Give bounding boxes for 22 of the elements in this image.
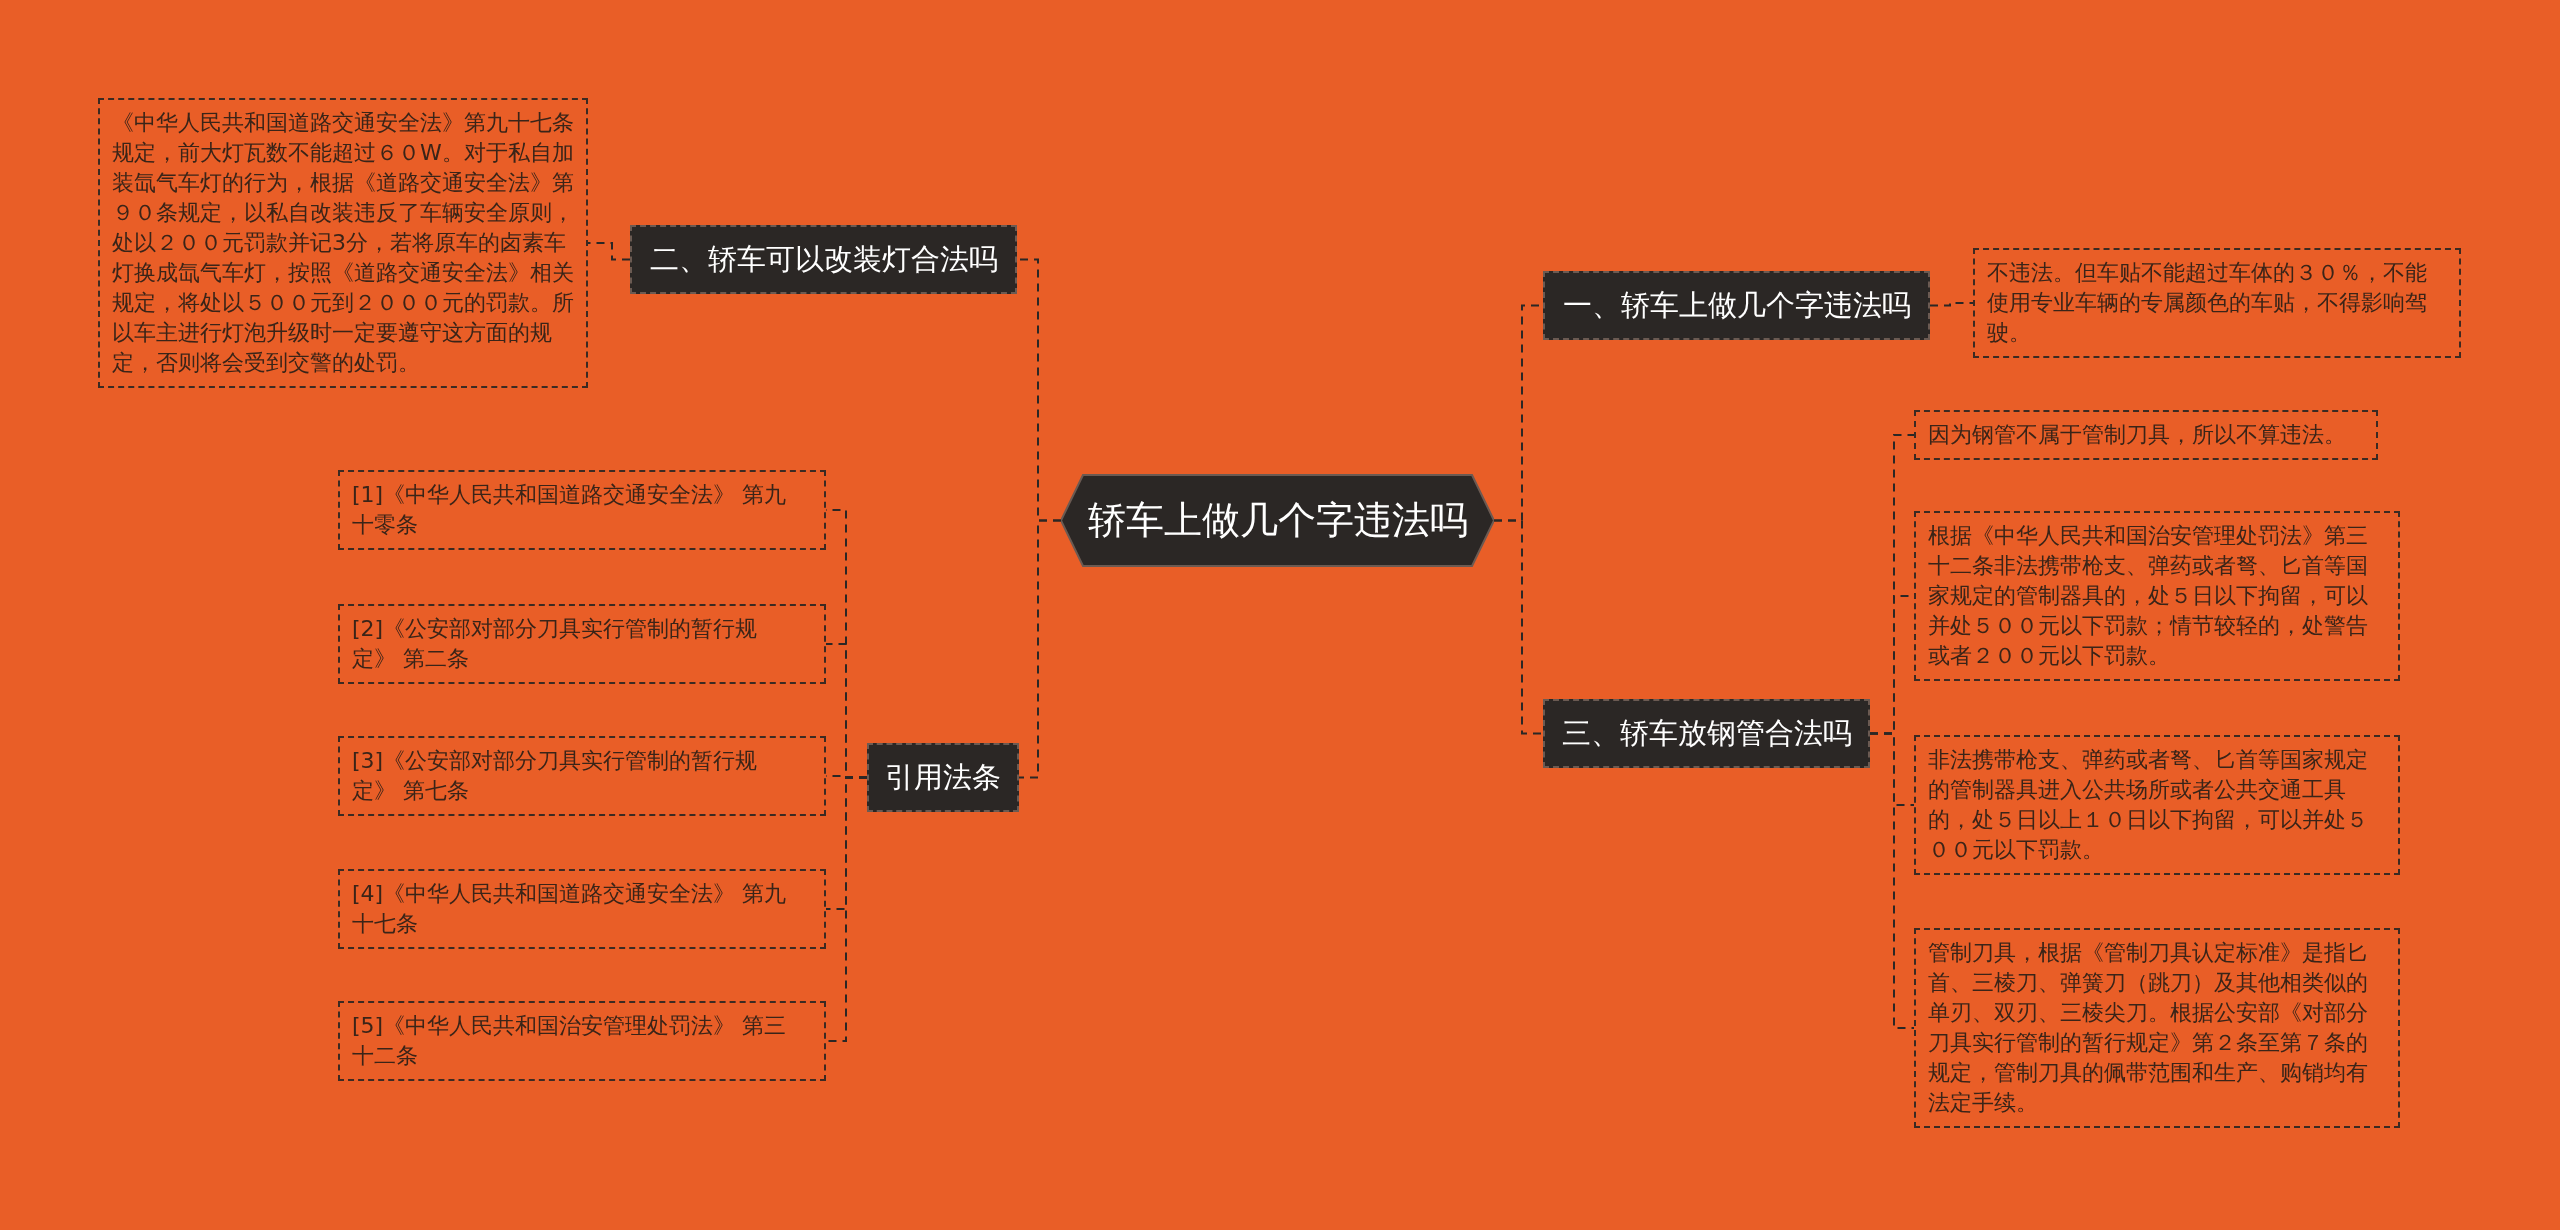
branch-topic-box: 三、轿车放钢管合法吗	[1543, 699, 1870, 768]
text-box: [5]《中华人民共和国治安管理处罚法》 第三十二条	[338, 1001, 826, 1081]
branch-topic-box: 一、轿车上做几个字违法吗	[1543, 271, 1930, 340]
text-box: [3]《公安部对部分刀具实行管制的暂行规定》 第七条	[338, 736, 826, 816]
connector-line	[1018, 519, 1062, 779]
text-box: [1]《中华人民共和国道路交通安全法》 第九十零条	[338, 470, 826, 550]
text-box: 因为钢管不属于管制刀具，所以不算违法。	[1914, 410, 2378, 460]
text-box: 不违法。但车贴不能超过车体的３０％，不能使用专业车辆的专属颜色的车贴，不得影响驾驶。	[1973, 248, 2461, 358]
branch-topic-box: 引用法条	[867, 743, 1019, 812]
text-box: 管制刀具，根据《管制刀具认定标准》是指匕首、三棱刀、弹簧刀（跳刀）及其他相类似的单刃、双刃、三棱尖刀。根据公安部《对部分刀具实行管制的暂行规定》第２条至第７条的规定，管制刀具的佩带范围和生产、购销均有法定手续。	[1914, 928, 2400, 1128]
connector-line	[1929, 302, 1974, 307]
text-box: [2]《公安部对部分刀具实行管制的暂行规定》 第二条	[338, 604, 826, 684]
connector-line	[825, 776, 868, 1042]
central-topic-box: 轿车上做几个字违法吗	[1061, 474, 1494, 567]
branch-topic-box: 二、轿车可以改装灯合法吗	[630, 225, 1017, 294]
connector-line	[587, 242, 631, 261]
connector-line	[1493, 519, 1544, 735]
text-box: [4]《中华人民共和国道路交通安全法》 第九十七条	[338, 869, 826, 949]
text-box: 根据《中华人民共和国治安管理处罚法》第三十二条非法携带枪支、弹药或者弩、匕首等国家规定的管制器具的，处５日以下拘留，可以并处５００元以下罚款；情节较轻的，处警告或者２００元以下罚款。	[1914, 511, 2400, 681]
text-box: 非法携带枪支、弹药或者弩、匕首等国家规定的管制器具进入公共场所或者公共交通工具的，处５日以上１０日以下拘留，可以并处５００元以下罚款。	[1914, 735, 2400, 875]
connector-line	[1869, 732, 1915, 1029]
text-box: 《中华人民共和国道路交通安全法》第九十七条规定，前大灯瓦数不能超过６０W。对于私自加装氙气车灯的行为，根据《道路交通安全法》第９０条规定，以私自改装违反了车辆安全原则，处以２００元罚款并记3分，若将原车的卤素车灯换成氙气车灯，按照《道路交通安全法》相关规定，将处以５００元到２０００元的罚款。所以车主进行灯泡升级时一定要遵守这方面的规定，否则将会受到交警的处罚。	[98, 98, 588, 388]
